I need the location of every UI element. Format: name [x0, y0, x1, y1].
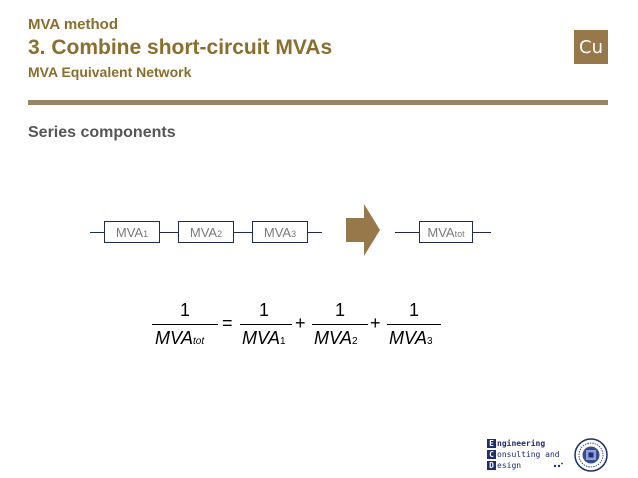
section-heading: Series components	[28, 124, 176, 141]
fraction-bar-2	[312, 324, 368, 325]
mva-box-2-sub: 2	[217, 229, 223, 239]
supertitle: MVA method	[28, 16, 118, 33]
ecd-line-3: esign	[497, 461, 522, 470]
arrow-right-icon	[346, 204, 380, 256]
mva-tot-sub: tot	[454, 229, 465, 239]
denominator-1-label: MVA	[242, 328, 281, 348]
slide-title: 3. Combine short-circuit MVAs	[28, 36, 333, 59]
ecd-letter-e: E	[487, 439, 496, 448]
mva-box-3-label: MVA	[263, 224, 292, 240]
denominator-3-sub: 3	[427, 336, 433, 347]
denominator-lhs: MVAtot	[155, 328, 204, 349]
mva-box-3-sub: 3	[291, 229, 297, 239]
fraction-bar-3	[387, 324, 441, 325]
ecd-letter-d: D	[487, 461, 496, 470]
wire-right	[308, 232, 322, 233]
cu-badge: Cu	[574, 30, 608, 64]
denominator-1-sub: 1	[280, 336, 286, 347]
numerator-2: 1	[335, 300, 346, 320]
denominator-2: MVA2	[314, 328, 358, 349]
denominator-1: MVA1	[242, 328, 286, 349]
slide-subtitle: MVA Equivalent Network	[28, 64, 192, 80]
wire-1-2	[160, 232, 178, 233]
ecd-line-2: onsulting and	[497, 450, 560, 459]
mva-box-1-label: MVA	[115, 224, 144, 240]
plus-sign-1: +	[295, 313, 306, 333]
ecd-letter-c: C	[487, 450, 496, 459]
wire-result-right	[473, 232, 491, 233]
fraction-bar-1	[240, 324, 292, 325]
wire-result-left	[395, 232, 419, 233]
plus-sign-2: +	[370, 313, 381, 333]
ecd-line-1: ngineering	[497, 439, 546, 448]
equals-sign: =	[222, 313, 233, 333]
denominator-3-label: MVA	[389, 328, 428, 348]
denominator-3: MVA3	[389, 328, 433, 349]
numerator-lhs: 1	[180, 300, 191, 320]
denominator-2-sub: 2	[352, 336, 358, 347]
numerator-3: 1	[409, 300, 420, 320]
mva-box-2-label: MVA	[189, 224, 218, 240]
denominator-lhs-label: MVA	[155, 328, 194, 348]
mva-tot-label: MVA	[427, 224, 455, 240]
ecd-dots-icon	[553, 462, 563, 468]
numerator-1: 1	[259, 300, 270, 320]
wire-left	[90, 232, 104, 233]
fraction-bar-lhs	[152, 324, 218, 325]
wire-2-3	[234, 232, 252, 233]
institution-seal-icon	[574, 438, 608, 472]
header-divider	[28, 100, 608, 105]
mva-box-1-sub: 1	[143, 229, 149, 239]
denominator-lhs-sub: tot	[193, 336, 205, 347]
denominator-2-label: MVA	[314, 328, 353, 348]
